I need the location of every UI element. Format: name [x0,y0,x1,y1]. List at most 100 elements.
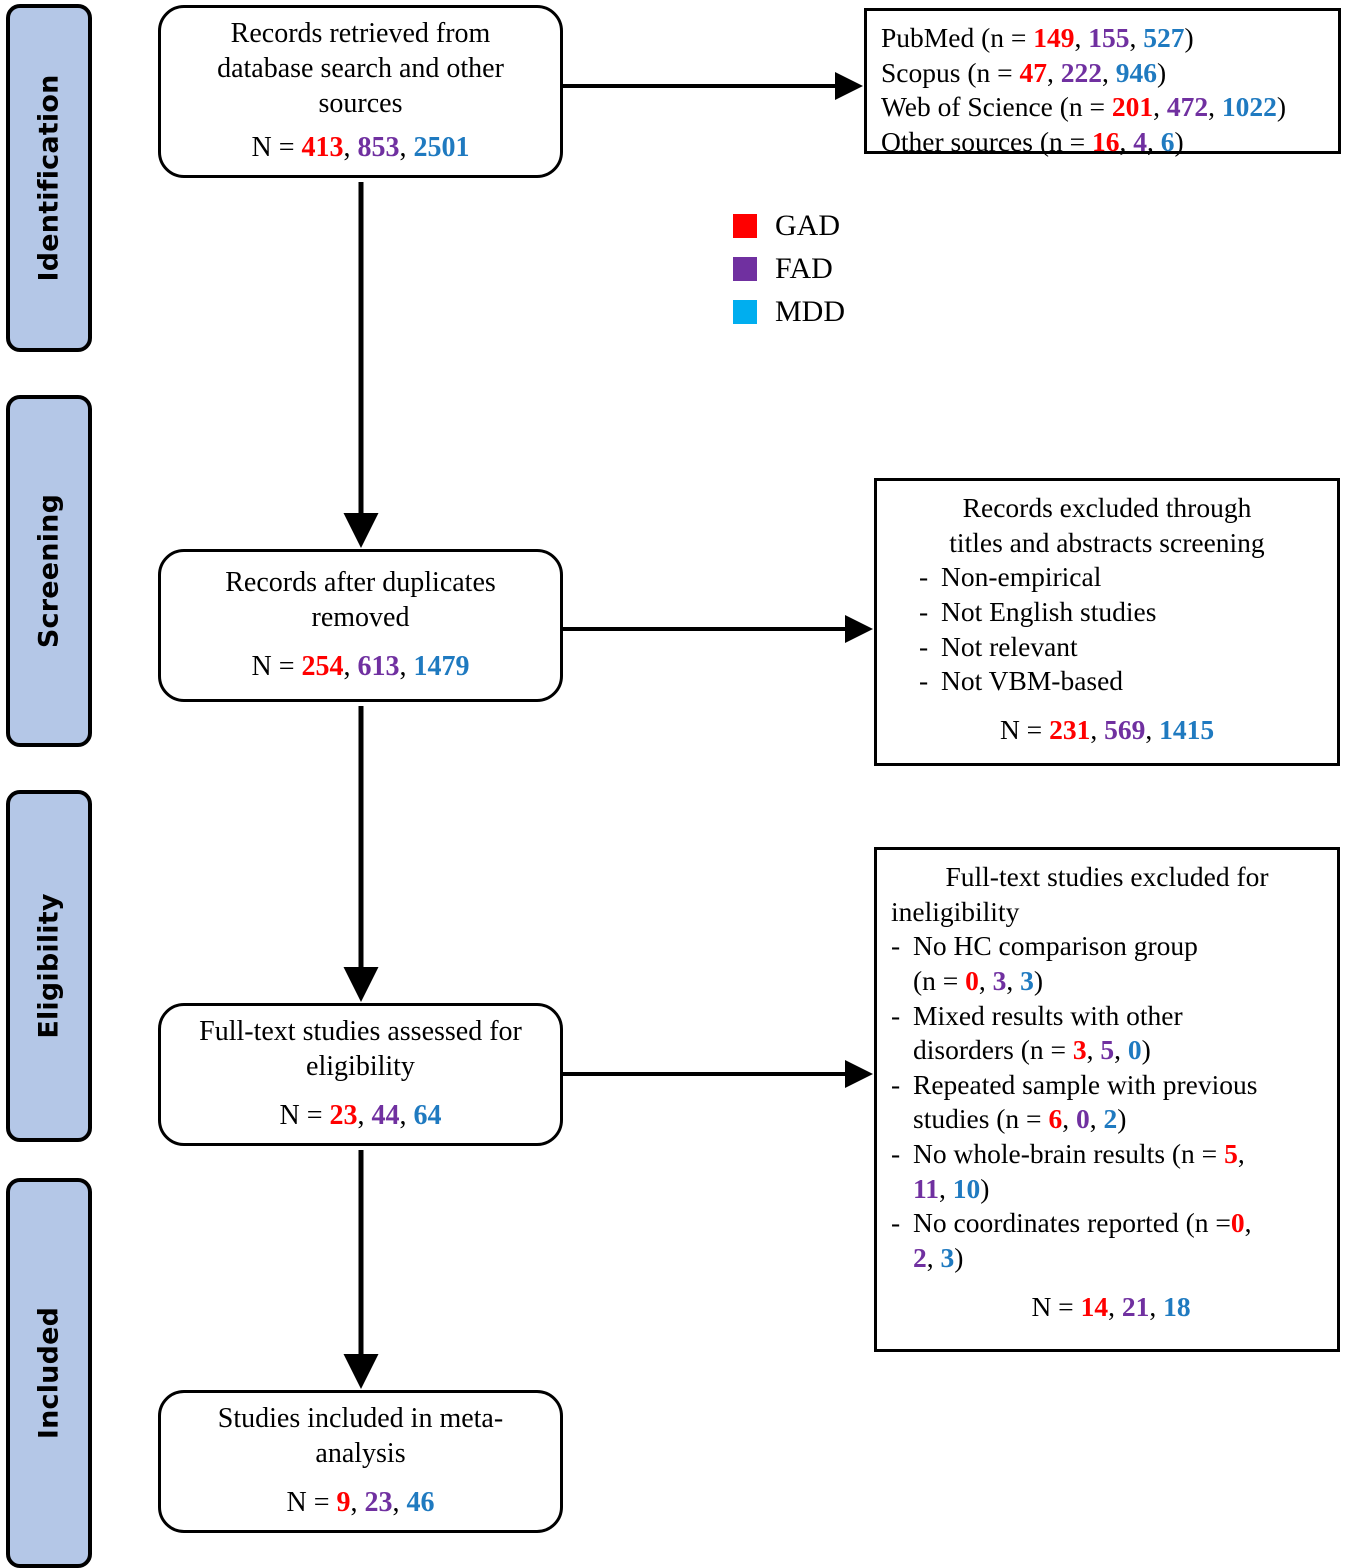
box-records-retrieved-line1: Records retrieved from [230,18,491,50]
excluded-screening-count: N = 231, 569, 1415 [891,713,1323,748]
dash-bullet: - [891,999,901,1031]
reason-sep2: , [1006,964,1021,996]
dash-bullet: - [891,1068,901,1100]
legend-item-mdd: MDD [733,297,845,327]
dash-bullet: - [891,1207,901,1239]
source-gad: 201 [1111,91,1154,123]
n-prefix: N = [251,132,302,164]
reason-gad: 0 [1230,1207,1245,1239]
count-sep1: , [343,650,358,682]
n-prefix: N = [999,713,1050,745]
reason-text: Non-empirical [941,561,1102,593]
legend-label-mdd: MDD [775,295,846,328]
source-name: Web of Science (n = [881,91,1112,123]
reason-post: ) [954,1242,964,1274]
count-sep1: , [357,1099,372,1131]
reason-pre: (n = [913,964,966,996]
source-sep2: , [1102,56,1116,88]
reason-sep1: , [1244,1207,1252,1239]
source-gad: 16 [1092,125,1120,157]
count-sep2: , [399,132,414,164]
list-item: - No whole-brain results (n = 5, 11, 10) [891,1137,1323,1206]
reason-fad: 11 [913,1172,939,1204]
excluded-fulltext-title-line2: ineligibility [891,895,1020,927]
reason-text: Not relevant [941,630,1078,662]
excluded-screening-title-line2: titles and abstracts screening [949,526,1265,558]
box-studies-included-in-meta-analysis: Studies included in meta- analysis N = 9… [158,1390,563,1533]
reason-fad: 2 [913,1242,927,1274]
reason-post: ) [1033,964,1044,996]
count-sep2: , [399,1099,414,1131]
source-sep1: , [1047,56,1061,88]
excluded-screening-title-line1: Records excluded through [962,492,1252,523]
count-gad: 254 [301,650,344,682]
source-sep2: , [1129,22,1144,53]
reason-line1: Mixed results with other [913,999,1183,1031]
count-fad: 44 [371,1099,400,1131]
source-mdd: 946 [1115,56,1157,88]
count-gad: 14 [1080,1290,1109,1322]
reason-text: Not English studies [941,595,1157,627]
source-row: Scopus (n = 47, 222, 946) [881,56,1324,91]
legend-label-fad: FAD [775,252,833,285]
reason-sep1: , [1237,1138,1245,1170]
excluded-fulltext-title-line1: Full-text studies excluded for [945,861,1269,892]
list-item: -Not VBM-based [919,664,1323,699]
source-gad: 47 [1019,56,1048,88]
source-row: Other sources (n = 16, 4, 6) [881,125,1324,160]
box-studies-included-count: N = 9, 23, 46 [286,1486,434,1521]
box-records-retrieved-count: N = 413, 853, 2501 [251,131,469,166]
count-sep1: , [343,132,358,164]
dash-bullet: - [891,1138,901,1170]
box-records-duplicates-count: N = 254, 613, 1479 [251,650,469,685]
count-fad: 569 [1104,713,1146,745]
box-fulltext-assessed-count: N = 23, 44, 64 [279,1099,441,1134]
legend-swatch-gad-icon [733,214,757,238]
reason-sep1: , [1062,1103,1076,1135]
count-sep1: , [350,1486,365,1518]
count-gad: 23 [329,1099,358,1131]
reason-pre: studies (n = [913,1103,1049,1135]
excluded-fulltext-reason-list: - No HC comparison group (n = 0, 3, 3) -… [891,929,1323,1275]
source-close: ) [1174,125,1184,157]
reason-fad: 5 [1100,1034,1115,1066]
count-sep2: , [392,1486,407,1518]
box-studies-included-line1: Studies included in meta- [217,1403,504,1435]
count-gad: 413 [301,132,344,164]
dash-bullet: - [919,561,929,593]
box-database-sources: PubMed (n = 149, 155, 527) Scopus (n = 4… [864,8,1341,157]
stage-eligibility: Eligibility [6,790,92,1142]
n-prefix: N = [251,650,302,682]
reason-sep2: , [938,1172,953,1204]
list-item: -Non-empirical [919,560,1323,595]
stage-included: Included [6,1178,92,1568]
reason-sep1: , [978,964,993,996]
count-mdd: 46 [406,1486,435,1518]
box-records-excluded-screening: Records excluded through titles and abst… [874,478,1340,766]
box-records-retrieved: Records retrieved from database search a… [158,5,563,178]
count-gad: 9 [336,1486,351,1518]
count-mdd: 2501 [413,132,470,164]
count-fad: 21 [1121,1290,1150,1322]
count-gad: 231 [1049,713,1091,745]
box-fulltext-studies-assessed: Full-text studies assessed for eligibili… [158,1003,563,1146]
source-fad: 155 [1088,22,1130,53]
dash-bullet: - [919,595,929,627]
count-sep1: , [1090,713,1105,745]
legend: GAD FAD MDD [733,211,845,327]
excluded-fulltext-count: N = 14, 21, 18 [891,1290,1323,1325]
reason-pre: No coordinates reported (n = [913,1207,1231,1239]
source-sep1: , [1074,22,1089,53]
legend-swatch-fad-icon [733,257,757,281]
reason-fad: 3 [992,964,1007,996]
reason-gad: 0 [965,964,979,996]
reason-mdd: 3 [940,1242,955,1274]
reason-mdd: 2 [1103,1103,1118,1135]
source-sep2: , [1147,125,1161,157]
reason-pre: disorders (n = [913,1034,1073,1066]
legend-item-fad: FAD [733,254,845,284]
list-item: -Not English studies [919,595,1323,630]
source-close: ) [1184,22,1194,53]
reason-post: ) [1117,1103,1127,1135]
reason-text: Not VBM-based [941,665,1124,697]
